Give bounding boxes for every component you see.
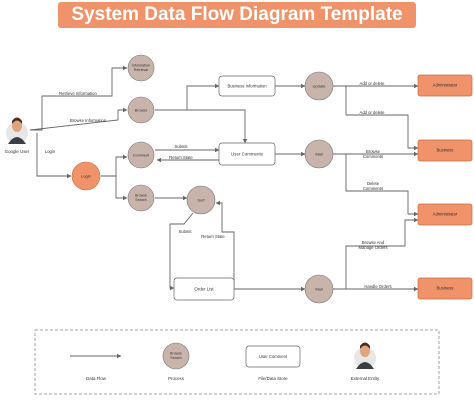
- legend-file-data-store: File/Data Store: [258, 376, 288, 381]
- svg-text:Sort: Sort: [197, 198, 205, 203]
- svg-text:Order List: Order List: [194, 287, 214, 292]
- entity-business-2: Business: [417, 277, 473, 300]
- process-login: Login: [71, 161, 101, 191]
- label-submit-2: Submit: [178, 229, 192, 234]
- svg-text:Information: Information: [132, 64, 150, 68]
- process-comment: Comment: [127, 141, 155, 169]
- svg-text:Browse: Browse: [135, 194, 147, 198]
- label-browse-manage-1: Browse And: [362, 240, 385, 245]
- process-browse: Browse: [127, 96, 155, 124]
- flow-login: [36, 133, 72, 179]
- process-update: Update: [304, 71, 334, 101]
- entity-administrator-2: Administrator: [417, 203, 473, 226]
- svg-text:User Comment: User Comment: [259, 354, 288, 359]
- entity-administrator-1: Administrator: [417, 74, 473, 97]
- label-submit-1: Submit: [174, 144, 188, 149]
- label-browse-information: Browse Information: [70, 118, 107, 123]
- legend-person-icon: [354, 342, 376, 369]
- flow-delete-comments: [333, 153, 419, 217]
- label-add-or-delete-2: Add or delete: [360, 110, 386, 115]
- svg-text:Browse: Browse: [170, 352, 182, 356]
- diagram-title: System Data Flow Diagram Template: [71, 4, 403, 25]
- label-retrieve-information: Retrieve Information: [59, 91, 97, 96]
- store-user-comments: User Comments: [218, 142, 276, 166]
- label-return-state-2: Return State: [201, 234, 225, 239]
- flow-login-browse-search: [101, 175, 128, 201]
- google-user-entity: Google User: [5, 117, 30, 154]
- flow-login-comment: [101, 154, 128, 177]
- label-browse-manage-2: Manage Orders: [358, 245, 387, 250]
- label-handle-orders: Handle Orders: [364, 284, 391, 289]
- svg-text:Search: Search: [135, 198, 146, 202]
- flow-browse-business-info: [155, 83, 220, 111]
- svg-text:Search: Search: [170, 356, 181, 360]
- flow-return-state-2: [215, 200, 235, 290]
- label-browse-comments-1: Browse: [366, 149, 381, 154]
- store-business-information: Business Information: [218, 75, 276, 97]
- legend-process: Process: [168, 376, 185, 381]
- legend-store-icon: [245, 345, 301, 368]
- process-information-retrieval: Information Retrieval: [127, 54, 155, 82]
- person-icon: [8, 137, 26, 144]
- label-login: Login: [45, 149, 56, 154]
- process-browse-search: Browse Search: [127, 184, 155, 212]
- legend-data-flow: Data Flow: [86, 376, 107, 381]
- label-add-or-delete-1: Add or delete: [360, 81, 386, 86]
- svg-text:Login: Login: [81, 174, 91, 179]
- svg-text:User Comments: User Comments: [231, 152, 264, 157]
- svg-text:Business: Business: [437, 148, 454, 153]
- legend: Data Flow Browse Search Process User Com…: [34, 329, 440, 395]
- svg-text:Business: Business: [437, 286, 454, 291]
- flow-browse-information: [29, 107, 128, 131]
- svg-text:Browse: Browse: [135, 109, 148, 113]
- label-delete-comments-2: Comments: [363, 186, 383, 191]
- flow-submit-2: [169, 212, 194, 291]
- store-order-list: Order List: [173, 277, 235, 301]
- svg-text:Retrieval: Retrieval: [134, 68, 148, 72]
- flow-retrieve-information: [30, 65, 128, 131]
- svg-text:Administrator: Administrator: [433, 83, 458, 88]
- google-user-label: Google User: [5, 149, 30, 154]
- legend-external-entity: External Entity: [351, 376, 380, 381]
- title-banner: System Data Flow Diagram Template: [58, 2, 416, 28]
- svg-text:Mail: Mail: [315, 152, 322, 157]
- label-delete-comments-1: Delete: [367, 181, 380, 186]
- process-mail-1: Mail: [304, 139, 334, 169]
- legend-process-icon: [162, 342, 190, 370]
- process-sort: Sort: [186, 185, 216, 215]
- flow-add-delete-2: [333, 85, 419, 151]
- svg-text:Mail: Mail: [315, 287, 322, 292]
- svg-text:Business Information: Business Information: [227, 84, 267, 89]
- svg-text:Update: Update: [313, 84, 327, 89]
- svg-text:Administrator: Administrator: [433, 212, 458, 217]
- label-return-state-1: Return State: [169, 155, 193, 160]
- flow-browse-manage-orders: [333, 217, 419, 290]
- label-browse-comments-2: Comments: [363, 154, 383, 159]
- process-mail-2: Mail: [304, 274, 334, 304]
- entity-business-1: Business: [417, 139, 473, 162]
- flow-browse-user-comments: [155, 109, 248, 144]
- svg-text:Comment: Comment: [133, 154, 150, 158]
